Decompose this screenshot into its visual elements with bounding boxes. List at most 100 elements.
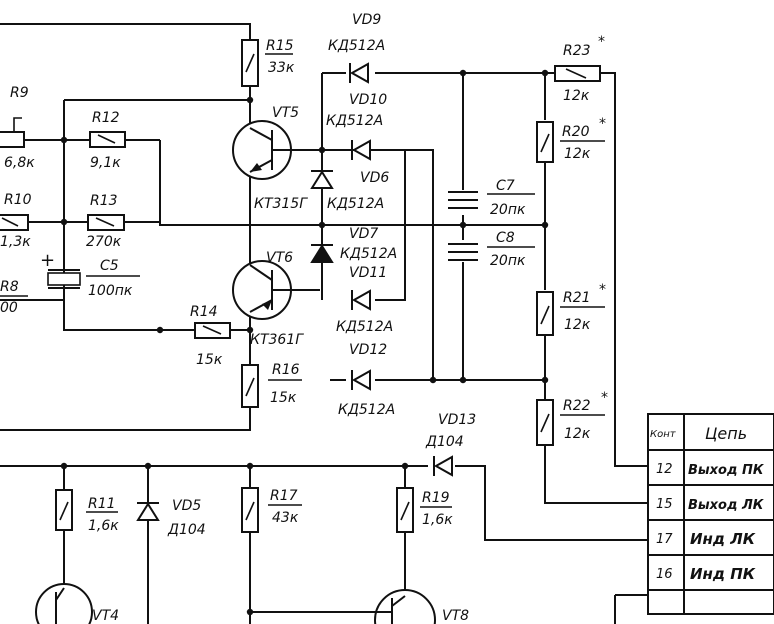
resistor-R12 (89, 131, 126, 148)
diode-VD10 (351, 139, 371, 161)
table-row-pin: 17 (656, 532, 673, 547)
label-VT5: VT5 (272, 105, 299, 121)
label-R21: R21 (563, 290, 591, 306)
resistor-R22 (536, 399, 554, 446)
table-header-pin: Конт (650, 429, 677, 440)
table-row-net: Выход ЛК (688, 498, 765, 513)
label-R19-value: 1,6к (422, 512, 453, 528)
label-KT315G: КТ315Г (254, 196, 308, 212)
label-C8: C8 (496, 230, 515, 246)
label-R10: R10 (4, 192, 32, 208)
label-R15-value: 33к (268, 60, 295, 76)
label-R13-value: 270к (86, 234, 122, 250)
label-VD9-type: КД512А (328, 38, 385, 54)
table-row-net: Инд ПК (690, 565, 756, 583)
label-R20-value: 12к (564, 146, 591, 162)
label-C7-value: 20пк (490, 202, 526, 218)
diode-VD9 (349, 62, 369, 84)
label-VD13: VD13 (438, 412, 476, 428)
table-row-pin: 15 (656, 497, 673, 512)
table-row-net: Выход ПК (688, 463, 765, 478)
label-KT361G: КТ361Г (250, 332, 304, 348)
label-R9: R9 (10, 85, 29, 101)
diode-VD7 (310, 244, 334, 263)
label-R21-star: * (599, 282, 606, 298)
label-VD11-type: КД512А (336, 319, 393, 335)
resistor-R20 (536, 121, 554, 163)
table-row-pin: 12 (656, 462, 673, 477)
label-VD12: VD12 (349, 342, 387, 358)
label-C5-plus: + (40, 250, 55, 271)
label-R23-star: * (598, 34, 605, 50)
label-R16-value: 15к (270, 390, 297, 406)
resistor-R13 (87, 214, 125, 231)
label-C7: C7 (496, 178, 515, 194)
junction-dots (60, 69, 549, 616)
label-R8-value: 00 (0, 300, 18, 316)
label-R17-value: 43к (272, 510, 299, 526)
transistor-VT4 (35, 583, 93, 624)
label-R16: R16 (272, 362, 300, 378)
label-VD10: VD10 (349, 92, 387, 108)
resistor-R11 (55, 489, 73, 531)
label-VT8: VT8 (442, 608, 469, 624)
label-R20: R20 (562, 124, 590, 140)
label-R12-value: 9,1к (90, 155, 121, 171)
label-R9-value: 6,8к (4, 155, 35, 171)
label-VD11: VD11 (349, 265, 387, 281)
label-R10-value: 1,3к (0, 234, 31, 250)
label-VD5-type: Д104 (167, 522, 206, 538)
label-R22-star: * (601, 390, 608, 406)
diode-VD6 (310, 170, 334, 189)
capacitor-C8 (448, 243, 478, 261)
table-row-net: Инд ЛК (690, 530, 756, 548)
label-R14-value: 15к (196, 352, 223, 368)
resistor-R9 (0, 117, 25, 148)
label-R19: R19 (422, 490, 450, 506)
capacitor-C7 (448, 191, 478, 209)
label-R15: R15 (266, 38, 294, 54)
capacitor-C5 (47, 269, 81, 289)
label-VD9: VD9 (352, 12, 381, 28)
label-C8-value: 20пк (490, 253, 526, 269)
label-VT4: VT4 (92, 608, 119, 624)
label-VD7: VD7 (349, 226, 378, 242)
label-C5: C5 (100, 258, 119, 274)
transistor-VT5 (232, 120, 292, 180)
label-VD5: VD5 (172, 498, 201, 514)
label-VD7-type: КД512А (340, 246, 397, 262)
resistor-R19 (396, 487, 414, 533)
label-R22-value: 12к (564, 426, 591, 442)
transistor-VT6 (232, 260, 292, 320)
label-R23: R23 (563, 43, 591, 59)
label-R20-star: * (599, 116, 606, 132)
label-VT6: VT6 (266, 250, 293, 266)
resistor-R16 (241, 364, 259, 408)
component-labels: R15 33к VD9 КД512А R23 * 12к R9 6,8к R12… (0, 12, 608, 624)
resistor-R17 (241, 487, 259, 533)
label-VD10-type: КД512А (326, 113, 383, 129)
label-R22: R22 (563, 398, 591, 414)
table-row-pin: 16 (656, 567, 673, 582)
label-R13: R13 (90, 193, 118, 209)
label-R14: R14 (190, 304, 218, 320)
label-VD13-type: Д104 (425, 434, 464, 450)
label-R17: R17 (270, 488, 298, 504)
transistor-VT8 (372, 589, 436, 624)
label-VD6: VD6 (360, 170, 389, 186)
resistor-R21 (536, 291, 554, 336)
label-VD6-type: КД512А (327, 196, 384, 212)
resistor-R10 (0, 214, 29, 231)
label-R8: R8 (0, 279, 19, 295)
label-R21-value: 12к (564, 317, 591, 333)
label-R11-value: 1,6к (88, 518, 119, 534)
table-header-net: Цепь (705, 424, 747, 443)
label-R23-value: 12к (563, 88, 590, 104)
connector-table: Конт Цепь 12 Выход ПК 15 Выход ЛК 17 Инд… (647, 413, 774, 615)
resistor-R15 (241, 39, 259, 87)
resistor-R14 (194, 322, 231, 339)
label-R11: R11 (88, 496, 116, 512)
diode-VD12 (351, 369, 371, 391)
label-C5-value: 100пк (88, 283, 133, 299)
